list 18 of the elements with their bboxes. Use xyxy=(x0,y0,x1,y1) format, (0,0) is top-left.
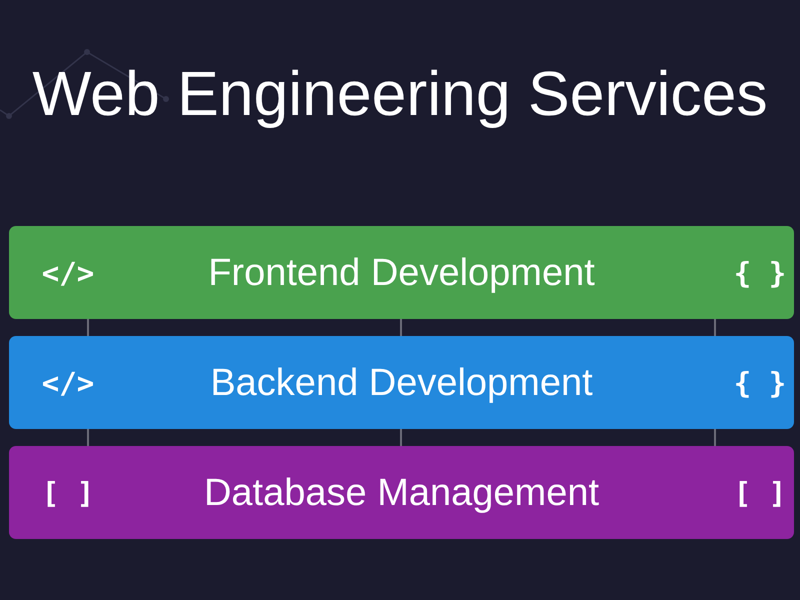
code-symbol: [ ] xyxy=(42,476,94,510)
service-bar xyxy=(9,226,794,319)
code-symbol: { } xyxy=(734,256,786,290)
service-label: Frontend Development xyxy=(208,250,595,294)
service-label: Backend Development xyxy=(210,360,593,404)
service-bar xyxy=(9,446,794,539)
connector-line xyxy=(87,319,89,336)
connector-line xyxy=(400,429,402,446)
code-symbol: [ ] xyxy=(734,476,786,510)
code-symbol: </> xyxy=(42,366,94,400)
connector-line xyxy=(714,319,716,336)
service-label: Database Management xyxy=(204,470,600,514)
code-symbol: { } xyxy=(734,366,786,400)
code-symbol: </> xyxy=(42,256,94,290)
connector-line xyxy=(87,429,89,446)
connector-line xyxy=(400,319,402,336)
service-bar xyxy=(9,336,794,429)
connector-line xyxy=(714,429,716,446)
